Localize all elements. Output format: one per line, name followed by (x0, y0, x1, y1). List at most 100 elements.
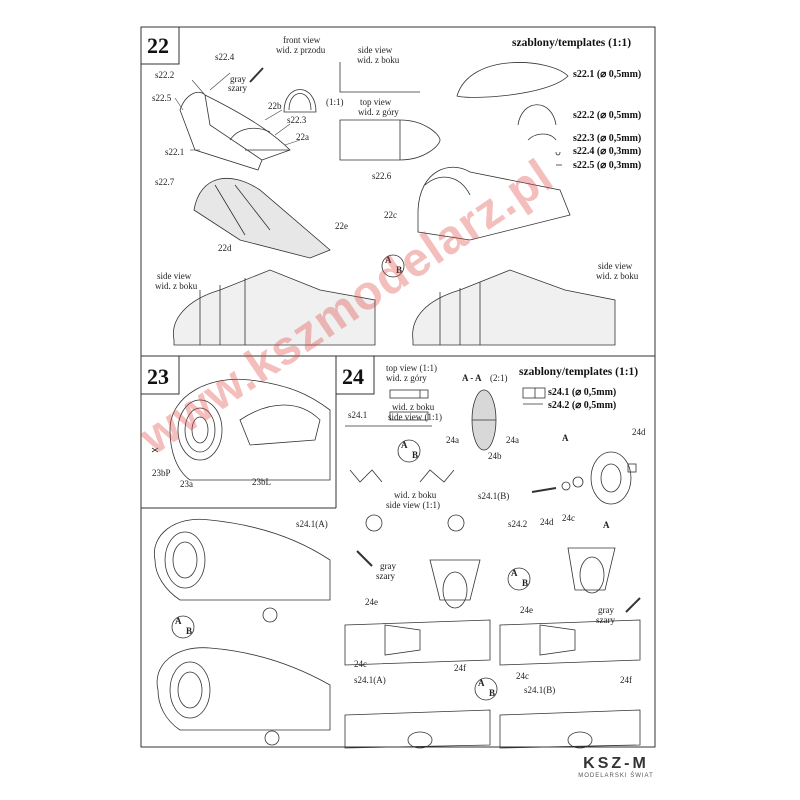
label-24c-left: 24c (354, 659, 367, 669)
label-s24-1B: s24.1(B) (478, 491, 510, 501)
label-s24-2: s24.2 (508, 519, 528, 529)
template-s24-1 (522, 387, 546, 399)
brand-logo-sub: MODELARSKI ŚWIAT (578, 773, 654, 779)
label-top-view-pl: wid. z góry (358, 107, 399, 117)
template-s22-2 (517, 104, 557, 126)
label-22b: 22b (268, 101, 282, 111)
step-number-23: 23 (147, 364, 169, 389)
label-s22-1: s22.1 (165, 147, 185, 157)
label-side-view-pl: wid. z boku (357, 55, 400, 65)
ab-badge-23-a: A (175, 616, 182, 626)
canopy-frame-drawing (179, 91, 263, 171)
template-22-1-label: s22.1 (⌀ 0,5mm) (573, 69, 642, 80)
scissors-icon (151, 447, 159, 453)
label-24a-left: 24a (446, 435, 459, 445)
label-24-gray2-pl: szary (596, 615, 615, 625)
strut-top-view (389, 389, 429, 399)
label-s22-6: s22.6 (372, 171, 392, 181)
templates-header-22: szablony/templates (1:1) (512, 37, 632, 49)
label-scale: (1:1) (326, 97, 344, 107)
label-gray-22: gray (230, 74, 246, 84)
front-view-template (283, 89, 317, 113)
ab-badge-24-top-a: A (401, 440, 408, 450)
label-side-view-2-pl: wid. z boku (155, 281, 198, 291)
label-24-side-view-pl: wid. z boku (392, 402, 435, 412)
fuselage-side-view-left (172, 269, 376, 346)
ab-badge-24-bottom-a: A (478, 678, 485, 688)
templates-header-24: szablony/templates (1:1) (519, 366, 639, 378)
label-24a-right: 24a (506, 435, 519, 445)
label-24-side-view: side view (1:1) (388, 412, 442, 422)
label-s22-5: s22.5 (152, 93, 172, 103)
template-s22-1 (456, 62, 569, 98)
gear-leg-drawing-b (579, 556, 605, 594)
ab-badge-24-mid-b: B (522, 578, 529, 588)
ab-badge-24-top (397, 439, 421, 463)
label-24f-left: 24f (454, 663, 466, 673)
label-24-top-view: top view (1:1) (386, 363, 437, 373)
label-22a: 22a (296, 132, 309, 142)
gear-leg-drawing-a (442, 571, 468, 609)
label-side-view-2: side view (157, 271, 192, 281)
ab-badges (171, 254, 531, 701)
top-view-template (339, 119, 441, 161)
label-side-view-3: side view (598, 261, 633, 271)
label-top-view: top view (360, 97, 392, 107)
ab-badge-24-mid (507, 567, 531, 591)
label-24-gray: gray (380, 561, 396, 571)
label-24d-top: 24d (632, 427, 646, 437)
template-22-2-label: s22.2 (⌀ 0,5mm) (573, 110, 642, 121)
gray-arrow-22 (249, 67, 264, 83)
fuselage-cockpit-drawing (417, 166, 571, 241)
label-s24-1: s24.1 (348, 410, 368, 420)
label-24-gray-pl: szary (376, 571, 395, 581)
step-box-22 (140, 26, 180, 65)
label-23a: 23a (180, 479, 193, 489)
label-s22-7: s22.7 (155, 177, 175, 187)
label-side-view-3-pl: wid. z boku (596, 271, 639, 281)
brand-logo-main: KSZ-M (583, 755, 649, 772)
label-front-view-pl: wid. z przodu (276, 45, 326, 55)
ab-badge-24-bottom (474, 677, 498, 701)
template-s22-3 (527, 133, 557, 141)
nose-view-bottom (156, 647, 331, 731)
template-22-4-label: s22.4 (⌀ 0,3mm) (573, 146, 642, 157)
label-s24-1A: s24.1(A) (296, 519, 328, 529)
ab-badge-24-mid-a: A (511, 568, 518, 578)
wire-bend-a (349, 469, 383, 483)
label-24c-right: 24c (516, 671, 529, 681)
ab-badge-23 (171, 615, 195, 639)
label-24d: 24d (540, 517, 554, 527)
label-22c: 22c (384, 210, 397, 220)
label-24c: 24c (562, 513, 575, 523)
ab-badge-24-top-b: B (412, 450, 419, 460)
label-23bL: 23bL (252, 477, 271, 487)
wing-view-bottom-b (499, 709, 641, 749)
ab-badge-22 (381, 254, 405, 278)
label-section-scale: (2:1) (490, 373, 508, 383)
label-s22-4: s22.4 (215, 52, 235, 62)
step-number-22: 22 (147, 33, 169, 58)
ab-badge-22-b: B (396, 265, 403, 275)
label-22d: 22d (218, 243, 232, 253)
label-24f-right: 24f (620, 675, 632, 685)
step-number-24: 24 (342, 364, 364, 389)
gray-arrow-24a (356, 550, 373, 567)
label-s24-1A-bottom: s24.1(A) (354, 675, 386, 685)
nose-view-middle (153, 518, 331, 601)
label-side-view: side view (358, 45, 393, 55)
brand-logo: KSZ-M MODELARSKI ŚWIAT (572, 755, 660, 779)
wheel-exploded-drawing (590, 451, 632, 505)
label-a-top: A (562, 433, 569, 443)
label-front-view: front view (283, 35, 321, 45)
template-24-2-label: s24.2 (⌀ 0,5mm) (548, 400, 617, 411)
label-22e: 22e (335, 221, 348, 231)
ab-badge-23-b: B (186, 626, 193, 636)
step-box-24 (335, 355, 375, 395)
label-section-aa: A - A (462, 373, 482, 383)
canopy-glazed-drawing (193, 177, 331, 259)
wing-underside-b (499, 619, 641, 666)
label-24-side-view2-pl: wid. z boku (394, 490, 437, 500)
